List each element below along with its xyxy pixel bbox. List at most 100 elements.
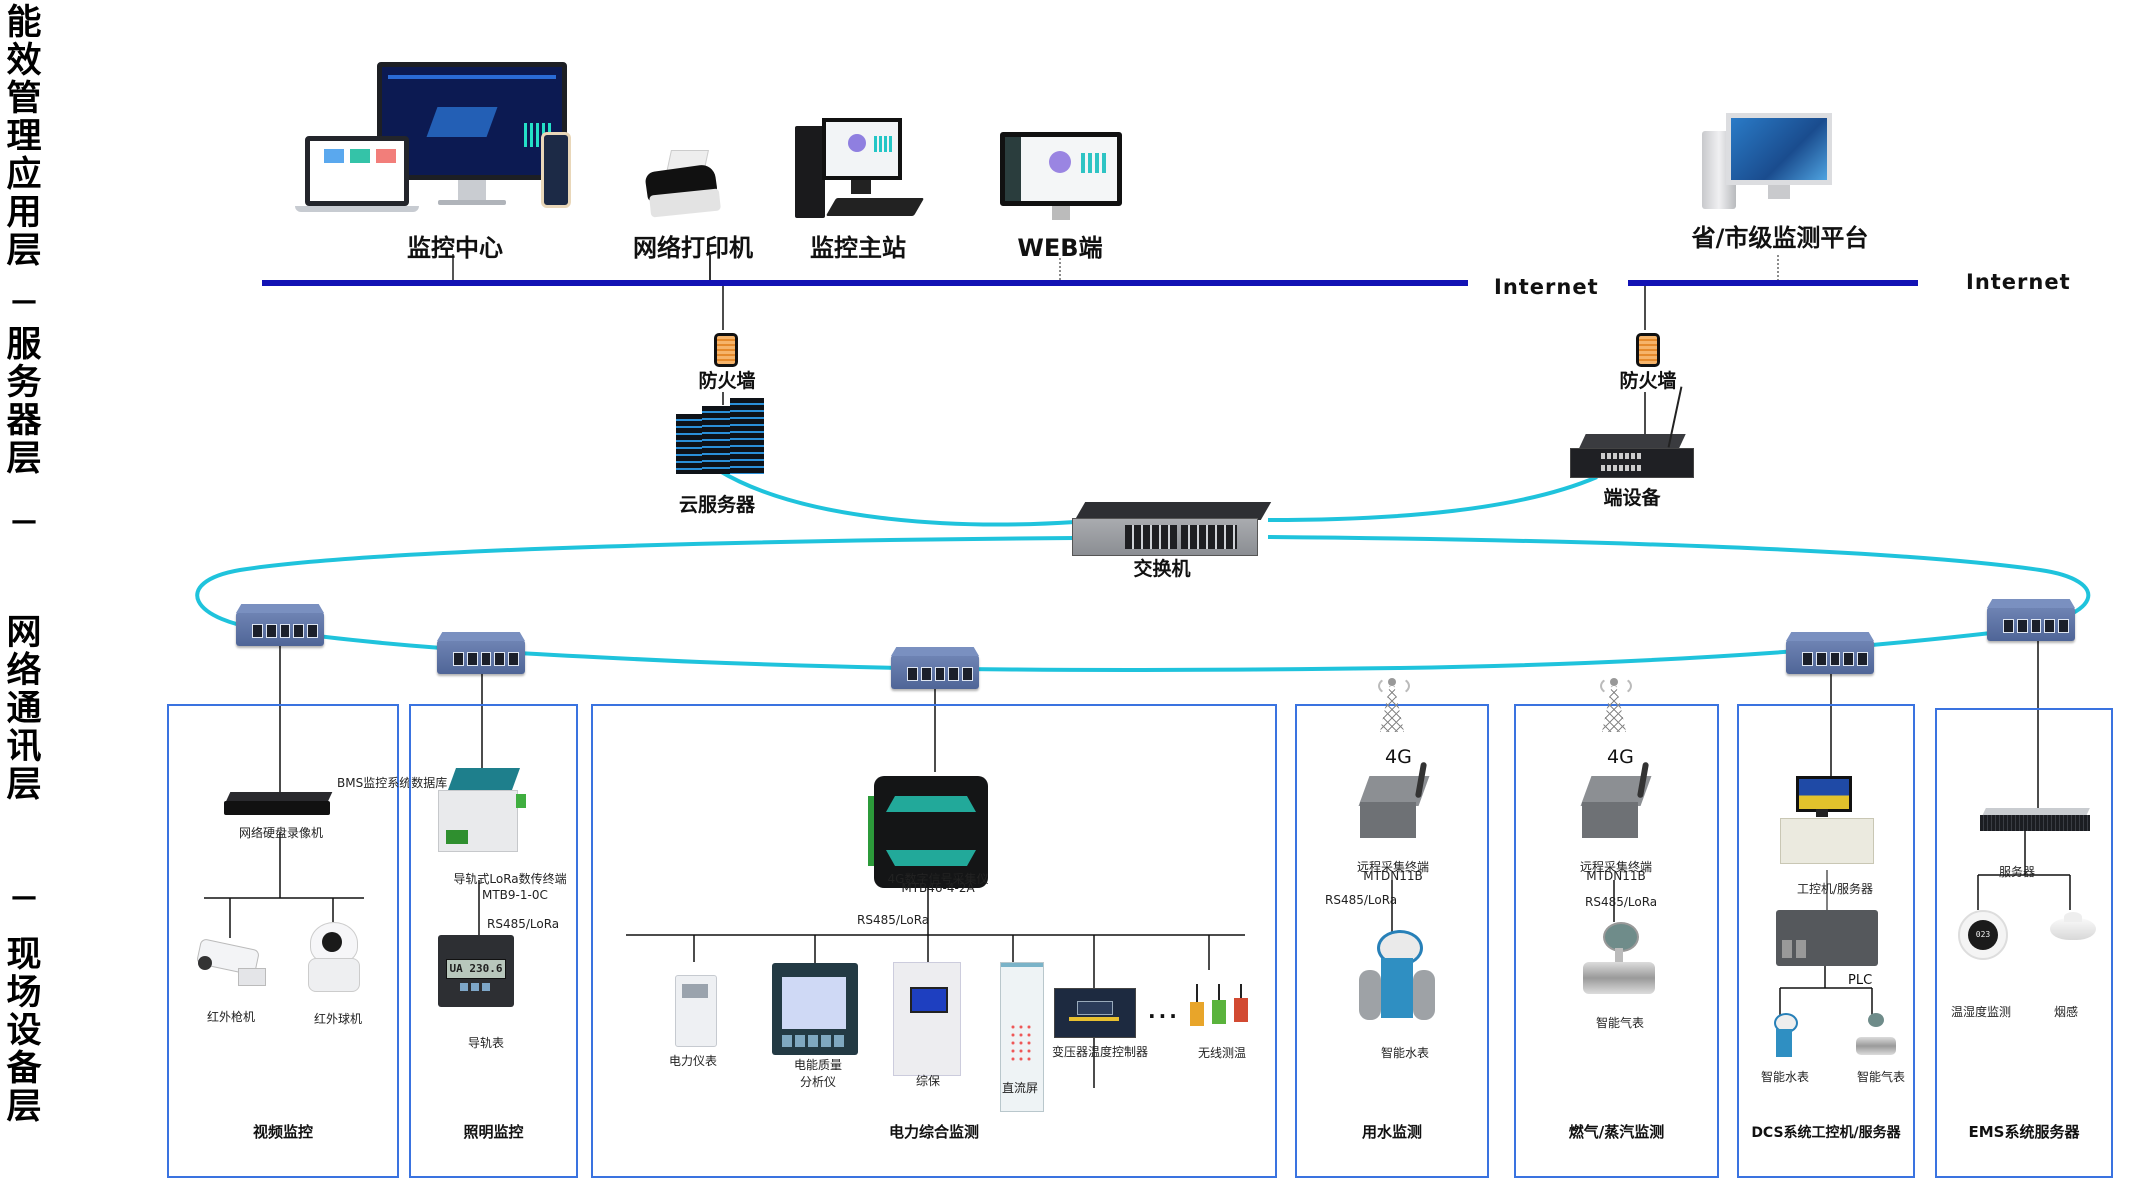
fiber-cloud-to-switch (716, 468, 1076, 527)
provincial-platform-label: 省/市级监测平台 (1691, 224, 1869, 252)
device-label: 智能气表 (1595, 1016, 1645, 1030)
plc-icon (1776, 910, 1878, 966)
group-lighting-monitoring: 照明监控 (409, 704, 578, 1178)
access-switch-3 (891, 655, 979, 689)
smart-gas-meter-icon (1583, 922, 1655, 1002)
gateway-label: 远程采集终端 (1579, 860, 1653, 874)
smart-gas-meter-icon (1856, 1013, 1896, 1061)
nvr-icon (224, 792, 334, 822)
access-switch-5 (1987, 607, 2075, 641)
device-label: 无线测温 (1197, 1046, 1247, 1060)
gateway-label: 导轨式LoRa数传终端 (453, 872, 567, 886)
access-switch-1 (236, 612, 324, 646)
industrial-pc-icon (1776, 776, 1876, 870)
device-label: 烟感 (2053, 1005, 2079, 1019)
protocol-label: RS485/LoRa (857, 913, 930, 927)
firewall-label-right: 防火墙 (1619, 370, 1677, 392)
cloud-server-icon (676, 398, 768, 476)
protection-relay-icon (893, 962, 961, 1076)
smoke-detector-icon (2050, 912, 2096, 944)
layer-label-application: 能效管理应用层 (6, 3, 42, 271)
network-4g-label: 4G (1607, 746, 1634, 768)
group-title: 视频监控 (252, 1123, 313, 1141)
remote-terminal-icon (1580, 761, 1654, 844)
group-video-monitoring: 视频监控 (167, 704, 399, 1178)
core-switch-icon (1072, 502, 1272, 558)
gateway-model: MTDN11B (1586, 869, 1646, 883)
gateway-label: 远程采集终端 (1356, 860, 1430, 874)
access-switch-4 (1786, 640, 1874, 674)
rack-server-icon (1980, 808, 2092, 832)
network-4g-label: 4G (1385, 746, 1412, 768)
group-power-monitoring: 电力综合监测 (591, 704, 1277, 1178)
bullet-camera-icon (190, 938, 272, 988)
group-title: 电力综合监测 (888, 1123, 979, 1141)
cell-tower-icon (1596, 676, 1632, 734)
edge-device-label: 端设备 (1603, 487, 1661, 509)
device-label: 电力仪表 (668, 1054, 718, 1068)
device-label: 红外枪机 (206, 1010, 256, 1024)
group-title: 用水监测 (1361, 1123, 1422, 1141)
power-quality-analyzer-icon (772, 963, 858, 1055)
layer-label-server: 服务器层 (6, 325, 42, 479)
cloud-server-label: 云服务器 (678, 494, 756, 516)
temp-humidity-sensor-icon: 023 (1958, 910, 2008, 960)
web-monitor-icon (1000, 132, 1122, 224)
device-label: 变压器温度控制器 (1051, 1045, 1149, 1059)
sensor-display: 023 (1968, 920, 1998, 950)
group-ems: EMS系统服务器 (1935, 708, 2113, 1178)
gateway-model: MTDN11B (1363, 869, 1423, 883)
protocol-label: RS485/LoRa (1325, 893, 1398, 907)
gateway-model: MTB9-1-0C (482, 888, 548, 902)
lora-dtu-icon (436, 768, 532, 858)
group-title: 照明监控 (463, 1123, 524, 1141)
device-label: 直流屏 (1001, 1081, 1039, 1095)
monitor-master-station-label: 监控主站 (810, 234, 906, 262)
dome-camera-icon (308, 922, 360, 992)
wireless-temp-sensor-icon (1188, 984, 1254, 1034)
dc-panel-icon (1000, 962, 1044, 1112)
group-title: EMS系统服务器 (1968, 1123, 2080, 1141)
firewall-icon (1636, 333, 1660, 367)
printer-icon (640, 150, 725, 220)
smart-water-meter-icon (1762, 1013, 1806, 1061)
device-label: 导轨表 (467, 1036, 505, 1050)
data-acquisition-4g-icon (868, 776, 992, 892)
internet-label-right: Internet (1966, 270, 2071, 294)
protocol-label: RS485/LoRa (1585, 895, 1658, 909)
remote-terminal-icon (1358, 761, 1432, 844)
gateway-label: 4G数字信号采集仪 (887, 872, 989, 886)
gateway-model: MTB46-4-2A (901, 881, 975, 895)
plc-label: PLC (1848, 973, 1873, 988)
layer-separator: — (11, 286, 37, 316)
device-label: 智能气表 (1856, 1070, 1906, 1084)
fiber-edge-to-switch (1267, 475, 1598, 522)
group-dcs: DCS系统工控机/服务器 (1737, 704, 1915, 1178)
power-meter-icon (675, 975, 717, 1047)
device-label: 智能水表 (1760, 1070, 1810, 1084)
internet-bus-left (262, 280, 1468, 286)
transformer-temp-controller-icon (1054, 988, 1136, 1038)
firewall-label-left: 防火墙 (698, 370, 756, 392)
web-client-label: WEB端 (1017, 234, 1103, 262)
device-label: 红外球机 (313, 1012, 363, 1026)
din-rail-meter-icon: UA 230.6 (438, 935, 516, 1015)
internet-label-left: Internet (1494, 275, 1599, 299)
core-switch-label: 交换机 (1133, 558, 1191, 580)
workstation-icon (795, 118, 925, 223)
edge-device-icon (1568, 386, 1698, 478)
network-printer-label: 网络打印机 (633, 234, 753, 262)
cell-tower-icon (1374, 676, 1410, 734)
more-devices-ellipsis: ··· (1148, 1004, 1180, 1028)
meter-display: UA 230.6 (446, 959, 506, 979)
monitor-center-icon (295, 62, 585, 217)
gateway-label: 服务器 (1998, 865, 2036, 879)
layer-label-field: 现场设备层 (6, 935, 42, 1127)
provincial-platform-icon (1692, 113, 1842, 211)
internet-bus-right (1628, 280, 1918, 286)
layer-separator: — (11, 882, 37, 912)
device-label: 电能质量 分析仪 (793, 1058, 843, 1089)
layer-separator: — (11, 506, 37, 536)
protocol-label: RS485/LoRa (487, 917, 560, 931)
